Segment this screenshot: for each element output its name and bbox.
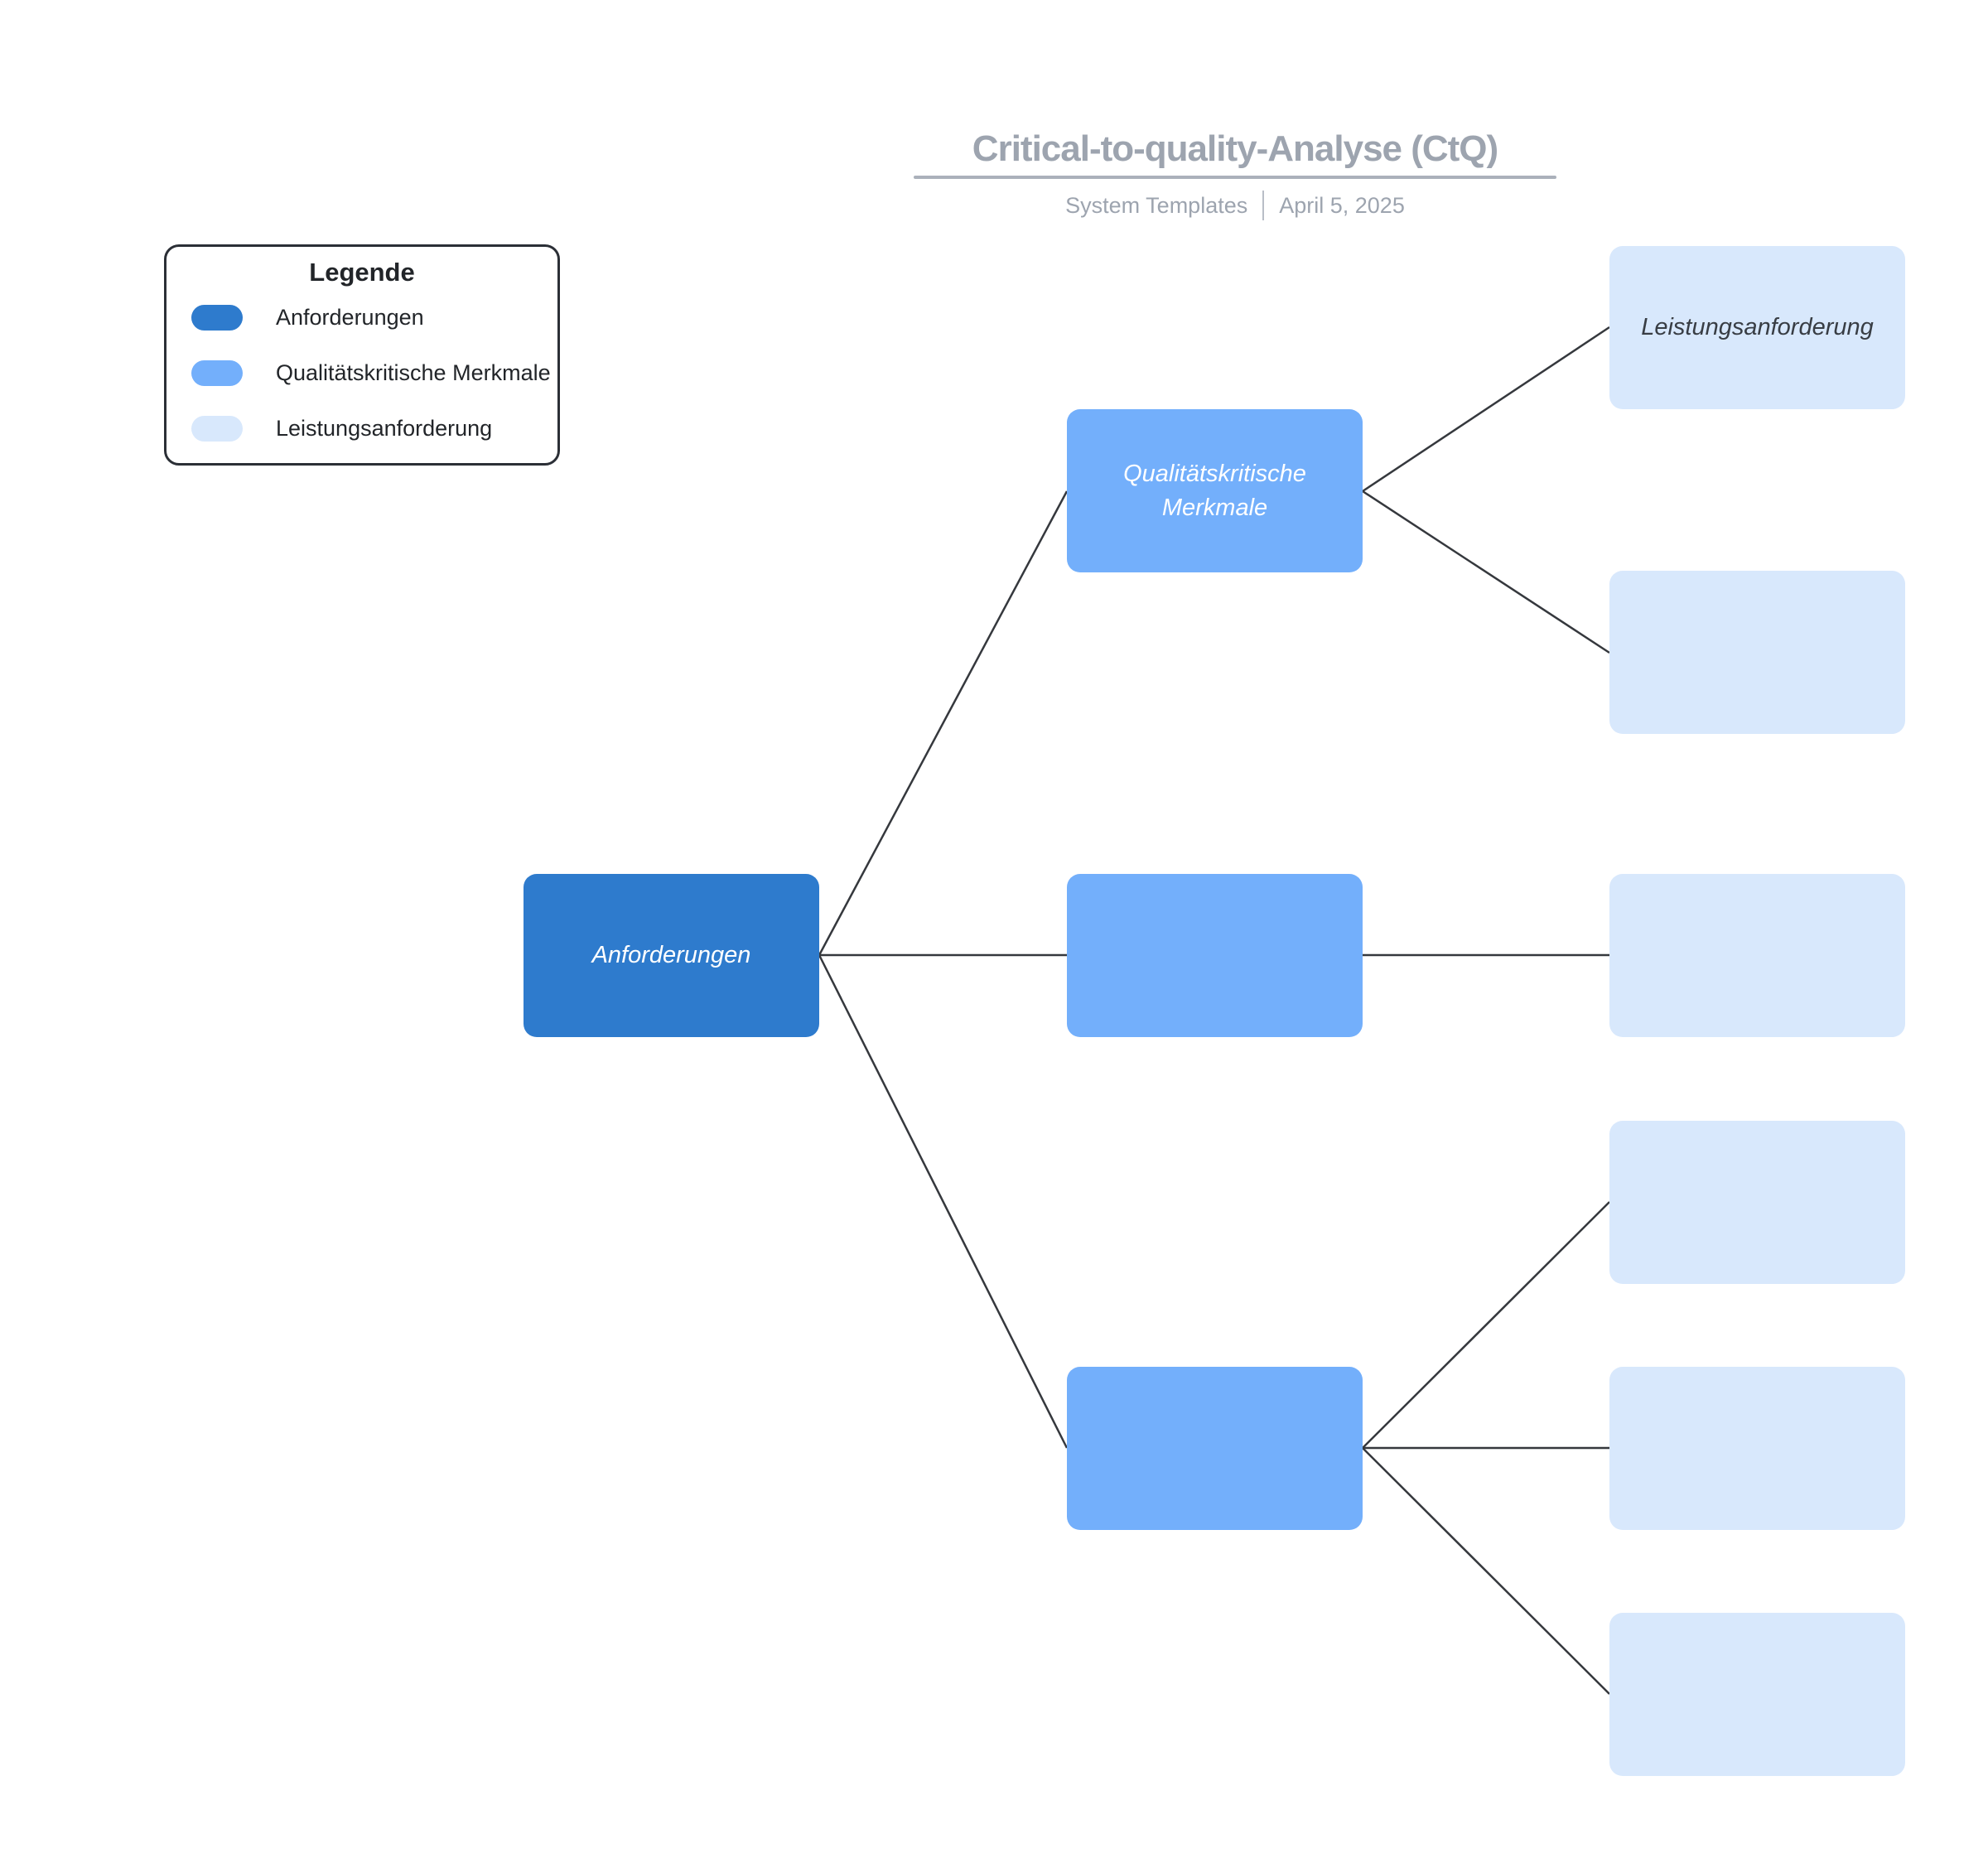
node-leistungsanforderung-4[interactable] [1609,1121,1905,1284]
node-leistungsanforderung-6[interactable] [1609,1613,1905,1776]
legend-swatch-qualitaetskritische-merkmale [191,360,243,386]
subtitle-author: System Templates [1065,192,1248,218]
node-leistungsanforderung-1[interactable]: Leistungsanforderung [1609,246,1905,409]
legend-label: Qualitätskritische Merkmale [276,360,551,385]
node-label: Leistungsanforderung [1641,314,1874,341]
diagram-header: Critical-to-quality-Analyse (CtQ) System… [904,126,1566,220]
subtitle-date: April 5, 2025 [1279,192,1405,218]
legend-swatch-leistungsanforderung [191,416,243,442]
node-qualitaetskritische-merkmale-3[interactable] [1067,1367,1363,1530]
connector-branch1-leaf2 [1362,490,1610,654]
page-title: Critical-to-quality-Analyse (CtQ) [972,128,1498,169]
connector-branch3-leaf4 [1362,1201,1610,1449]
node-label: Anforderungen [591,942,751,969]
legend-item-qualitaetskritische-merkmale: Qualitätskritische Merkmale [183,360,551,386]
page-subtitle: System Templates April 5, 2025 [1065,191,1405,220]
node-anforderungen[interactable]: Anforderungen [524,874,819,1037]
node-qualitaetskritische-merkmale-2[interactable] [1067,874,1363,1037]
node-qualitaetskritische-merkmale-1[interactable]: Qualitätskritische Merkmale [1067,409,1363,572]
subtitle-separator [1262,191,1265,220]
legend-title: Legende [309,258,415,287]
node-leistungsanforderung-3[interactable] [1609,874,1905,1037]
connector-root-branch1 [818,490,1069,956]
node-leistungsanforderung-5[interactable] [1609,1367,1905,1530]
legend-label: Leistungsanforderung [276,416,493,441]
legend-item-leistungsanforderung: Leistungsanforderung [183,416,541,442]
legend-label: Anforderungen [276,305,424,330]
connector-branch1-leaf1 [1362,326,1610,493]
node-leistungsanforderung-2[interactable] [1609,571,1905,734]
connector-root-branch3 [818,954,1069,1449]
connector-branch3-leaf6 [1362,1447,1610,1695]
legend-item-anforderungen: Anforderungen [183,305,541,331]
title-underline [914,176,1556,179]
legend-swatch-anforderungen [191,305,243,331]
node-label: Qualitätskritische Merkmale [1123,461,1306,521]
legend: Legende Anforderungen Qualitätskritische… [164,244,560,466]
